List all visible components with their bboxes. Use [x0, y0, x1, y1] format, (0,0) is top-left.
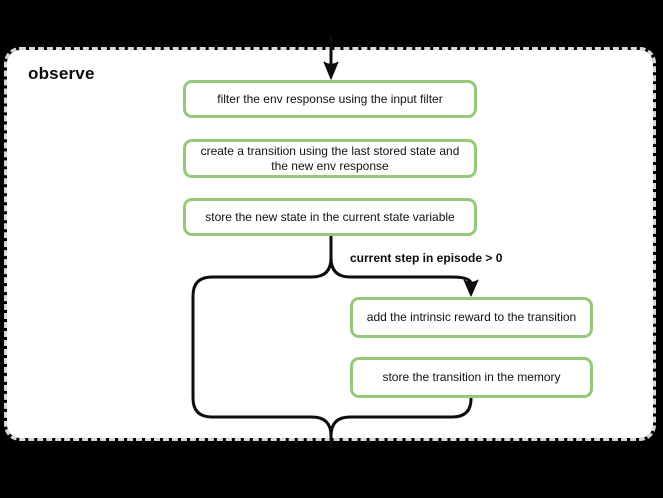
page-title: observe [28, 64, 95, 83]
flow-node-store-new-state: store the new state in the current state… [183, 198, 477, 236]
flow-node-filter-env-response: filter the env response using the input … [183, 80, 477, 118]
flow-node-add-intrinsic-reward: add the intrinsic reward to the transiti… [350, 297, 593, 338]
flow-node-create-transition: create a transition using the last store… [183, 139, 477, 178]
branch-condition-label: current step in episode > 0 [350, 251, 503, 265]
flow-node-store-transition: store the transition in the memory [350, 357, 593, 398]
